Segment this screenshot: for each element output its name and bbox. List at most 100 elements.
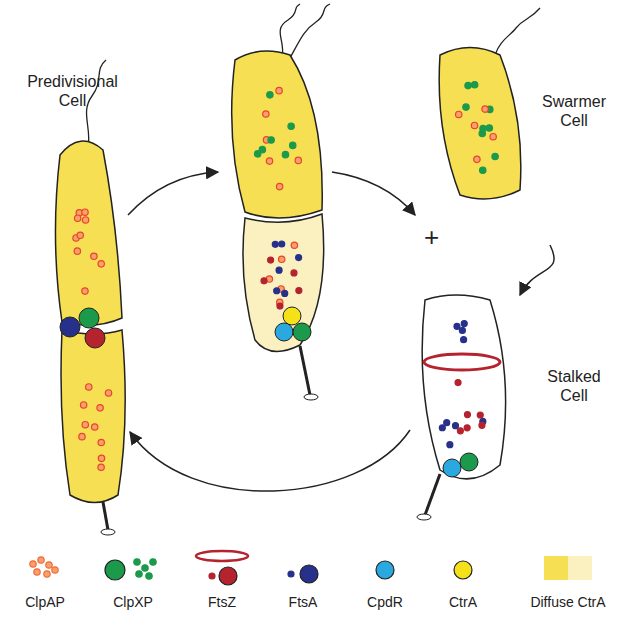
molecule-dot: [79, 433, 85, 439]
molecule-dot: [276, 87, 282, 93]
legend-label: CpdR: [340, 594, 430, 610]
cell-node: Stalked Cell: [410, 295, 610, 530]
molecule-dot: [266, 158, 272, 164]
molecule-dot: [482, 106, 488, 112]
molecule-dot: [288, 123, 294, 129]
molecule-dot: [278, 256, 284, 262]
legend-label: CtrA: [418, 594, 508, 610]
molecule-dot: [268, 137, 274, 143]
molecule-dot: [486, 125, 492, 131]
molecule-dot: [291, 242, 297, 248]
legend-entry: FtsA: [258, 548, 348, 610]
molecule-dot: [455, 380, 461, 386]
molecule-dot: [464, 412, 470, 418]
molecule-dot: [98, 455, 104, 461]
legend-swatch: [93, 548, 173, 588]
cycle-arrow: [130, 430, 410, 491]
molecule-dot: [82, 217, 88, 223]
molecule-dot: [490, 133, 496, 139]
molecule-dot: [290, 142, 296, 148]
molecule-dot: [296, 255, 302, 261]
molecule-dot: [295, 157, 301, 163]
molecule-dot: [98, 464, 104, 470]
molecule-dot: [471, 122, 477, 128]
molecule-dot: [296, 288, 302, 294]
molecule-dot: [480, 125, 486, 131]
molecule-dot: [463, 104, 469, 110]
legend-swatch: [182, 548, 262, 588]
molecule-dot: [92, 424, 98, 430]
molecule-dot: [274, 288, 280, 294]
molecule-dot: [439, 425, 445, 431]
legend-entry: Diffuse CtrA: [523, 548, 613, 610]
legend-entry: FtsZ: [177, 548, 267, 610]
cell-node: Swarmer Cell: [420, 30, 610, 245]
molecule-dot: [480, 167, 486, 173]
cell-label: Predivisional Cell: [20, 72, 125, 110]
molecule-dot: [444, 420, 450, 426]
cycle-arrow: [520, 245, 554, 295]
molecule-dot: [282, 290, 288, 296]
molecule-dot: [477, 412, 483, 418]
legend-entry: ClpAP: [0, 548, 90, 610]
molecule-dot: [74, 215, 80, 221]
legend-entry: ClpXP: [88, 548, 178, 610]
legend-swatch: [345, 548, 425, 588]
molecule-dot: [267, 92, 273, 98]
molecule-dot: [82, 209, 88, 215]
legend-swatch: [423, 548, 503, 588]
molecule-dot: [492, 153, 498, 159]
plus-sign: +: [424, 222, 439, 253]
molecule-dot: [452, 423, 458, 429]
molecule-dot: [74, 248, 80, 254]
molecule-dot: [456, 111, 462, 117]
molecule-dot: [86, 384, 92, 390]
molecule-dot: [461, 321, 467, 327]
legend-entry: CtrA: [418, 548, 508, 610]
molecule-dot: [461, 337, 467, 343]
molecule-dot: [82, 288, 88, 294]
cell-node: Predivisional Cell: [15, 72, 130, 512]
molecule-dot: [98, 261, 104, 267]
molecule-dot: [80, 402, 86, 408]
molecule-dot: [465, 82, 471, 88]
molecule-dot: [272, 241, 278, 247]
molecule-dot: [98, 439, 104, 445]
legend-label: ClpXP: [88, 594, 178, 610]
molecule-dot: [105, 390, 111, 396]
molecule-dot: [91, 253, 97, 259]
molecule-dot: [479, 422, 485, 428]
legend-label: FtsA: [258, 594, 348, 610]
molecule-dot: [276, 267, 282, 273]
molecule-dot: [459, 327, 465, 333]
molecule-dot: [82, 421, 88, 427]
molecule-dot: [77, 232, 83, 238]
molecule-dot: [471, 82, 477, 88]
legend-entry: CpdR: [340, 548, 430, 610]
molecule-dot: [454, 323, 460, 329]
molecule-dot: [276, 183, 282, 189]
molecule-dot: [464, 425, 470, 431]
cell-label: Stalked Cell: [538, 367, 610, 405]
molecule-dot: [268, 257, 274, 263]
legend-label: ClpAP: [0, 594, 90, 610]
legend-swatch: [5, 548, 85, 588]
molecule-dot: [279, 241, 285, 247]
molecule-dot: [261, 278, 267, 284]
cell-label: Swarmer Cell: [538, 92, 610, 130]
molecule-dot: [282, 151, 288, 157]
molecule-dot: [97, 405, 103, 411]
molecule-dot: [474, 156, 480, 162]
legend-swatch: [528, 548, 608, 588]
molecule-dot: [254, 151, 260, 157]
molecule-dot: [447, 442, 453, 448]
legend-label: Diffuse CtrA: [523, 594, 613, 610]
molecule-dot: [263, 111, 269, 117]
molecule-dot: [277, 303, 283, 309]
legend-swatch: [263, 548, 343, 588]
legend-label: FtsZ: [177, 594, 267, 610]
molecule-dot: [291, 270, 297, 276]
molecule-dot: [457, 428, 463, 434]
